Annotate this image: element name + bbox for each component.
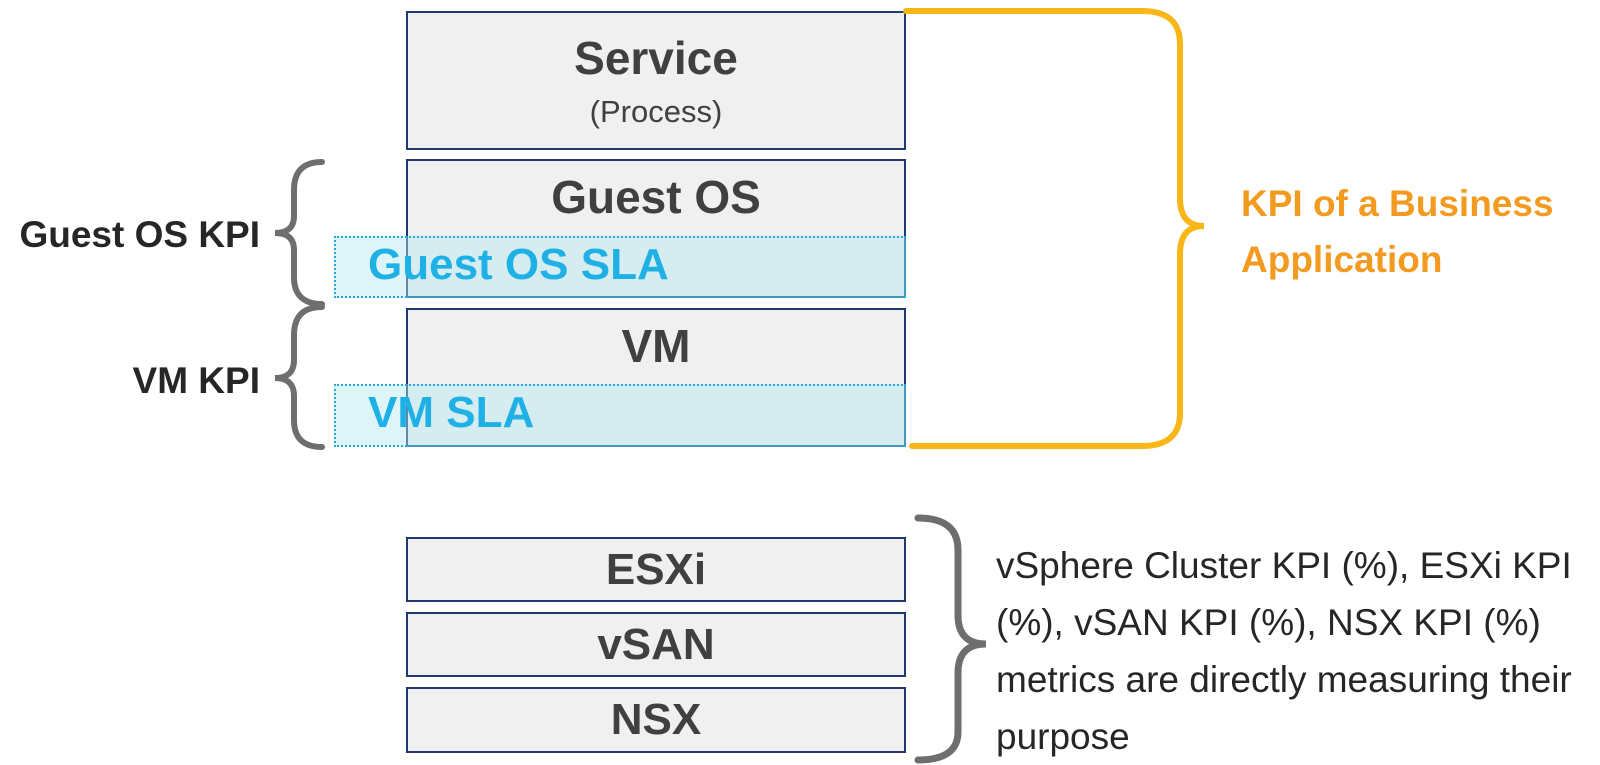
nsx-title: NSX xyxy=(610,695,702,744)
vm-sla-label: VM SLA xyxy=(368,388,535,437)
vm-sla-band: VM SLA xyxy=(334,384,906,447)
service-box: Service (Process) xyxy=(406,11,906,150)
esxi-title: ESXi xyxy=(605,545,707,594)
esxi-box: ESXi xyxy=(406,537,906,602)
guest-os-kpi-label: Guest OS KPI xyxy=(19,214,260,255)
nsx-box: NSX xyxy=(406,687,906,753)
vm-title: VM xyxy=(621,320,691,372)
vsan-title: vSAN xyxy=(597,620,715,669)
vm-kpi-brace xyxy=(274,304,325,450)
guest-os-box: Guest OS xyxy=(406,159,906,298)
infra-brace xyxy=(914,514,987,764)
app-kpi-label: KPI of a Business Application xyxy=(1241,183,1554,280)
app-kpi-brace xyxy=(903,8,1205,449)
service-title: Service xyxy=(574,32,738,84)
service-subtitle: (Process) xyxy=(589,94,723,129)
vsan-box: vSAN xyxy=(406,612,906,677)
guest-os-sla-band: Guest OS SLA xyxy=(334,236,906,298)
infra-kpi-note: vSphere Cluster KPI (%), ESXi KPI (%), v… xyxy=(996,545,1572,757)
guest-os-sla-label: Guest OS SLA xyxy=(368,240,669,289)
vm-kpi-label: VM KPI xyxy=(132,360,260,401)
guest-os-title: Guest OS xyxy=(551,171,761,223)
guest-os-kpi-brace xyxy=(274,159,325,307)
